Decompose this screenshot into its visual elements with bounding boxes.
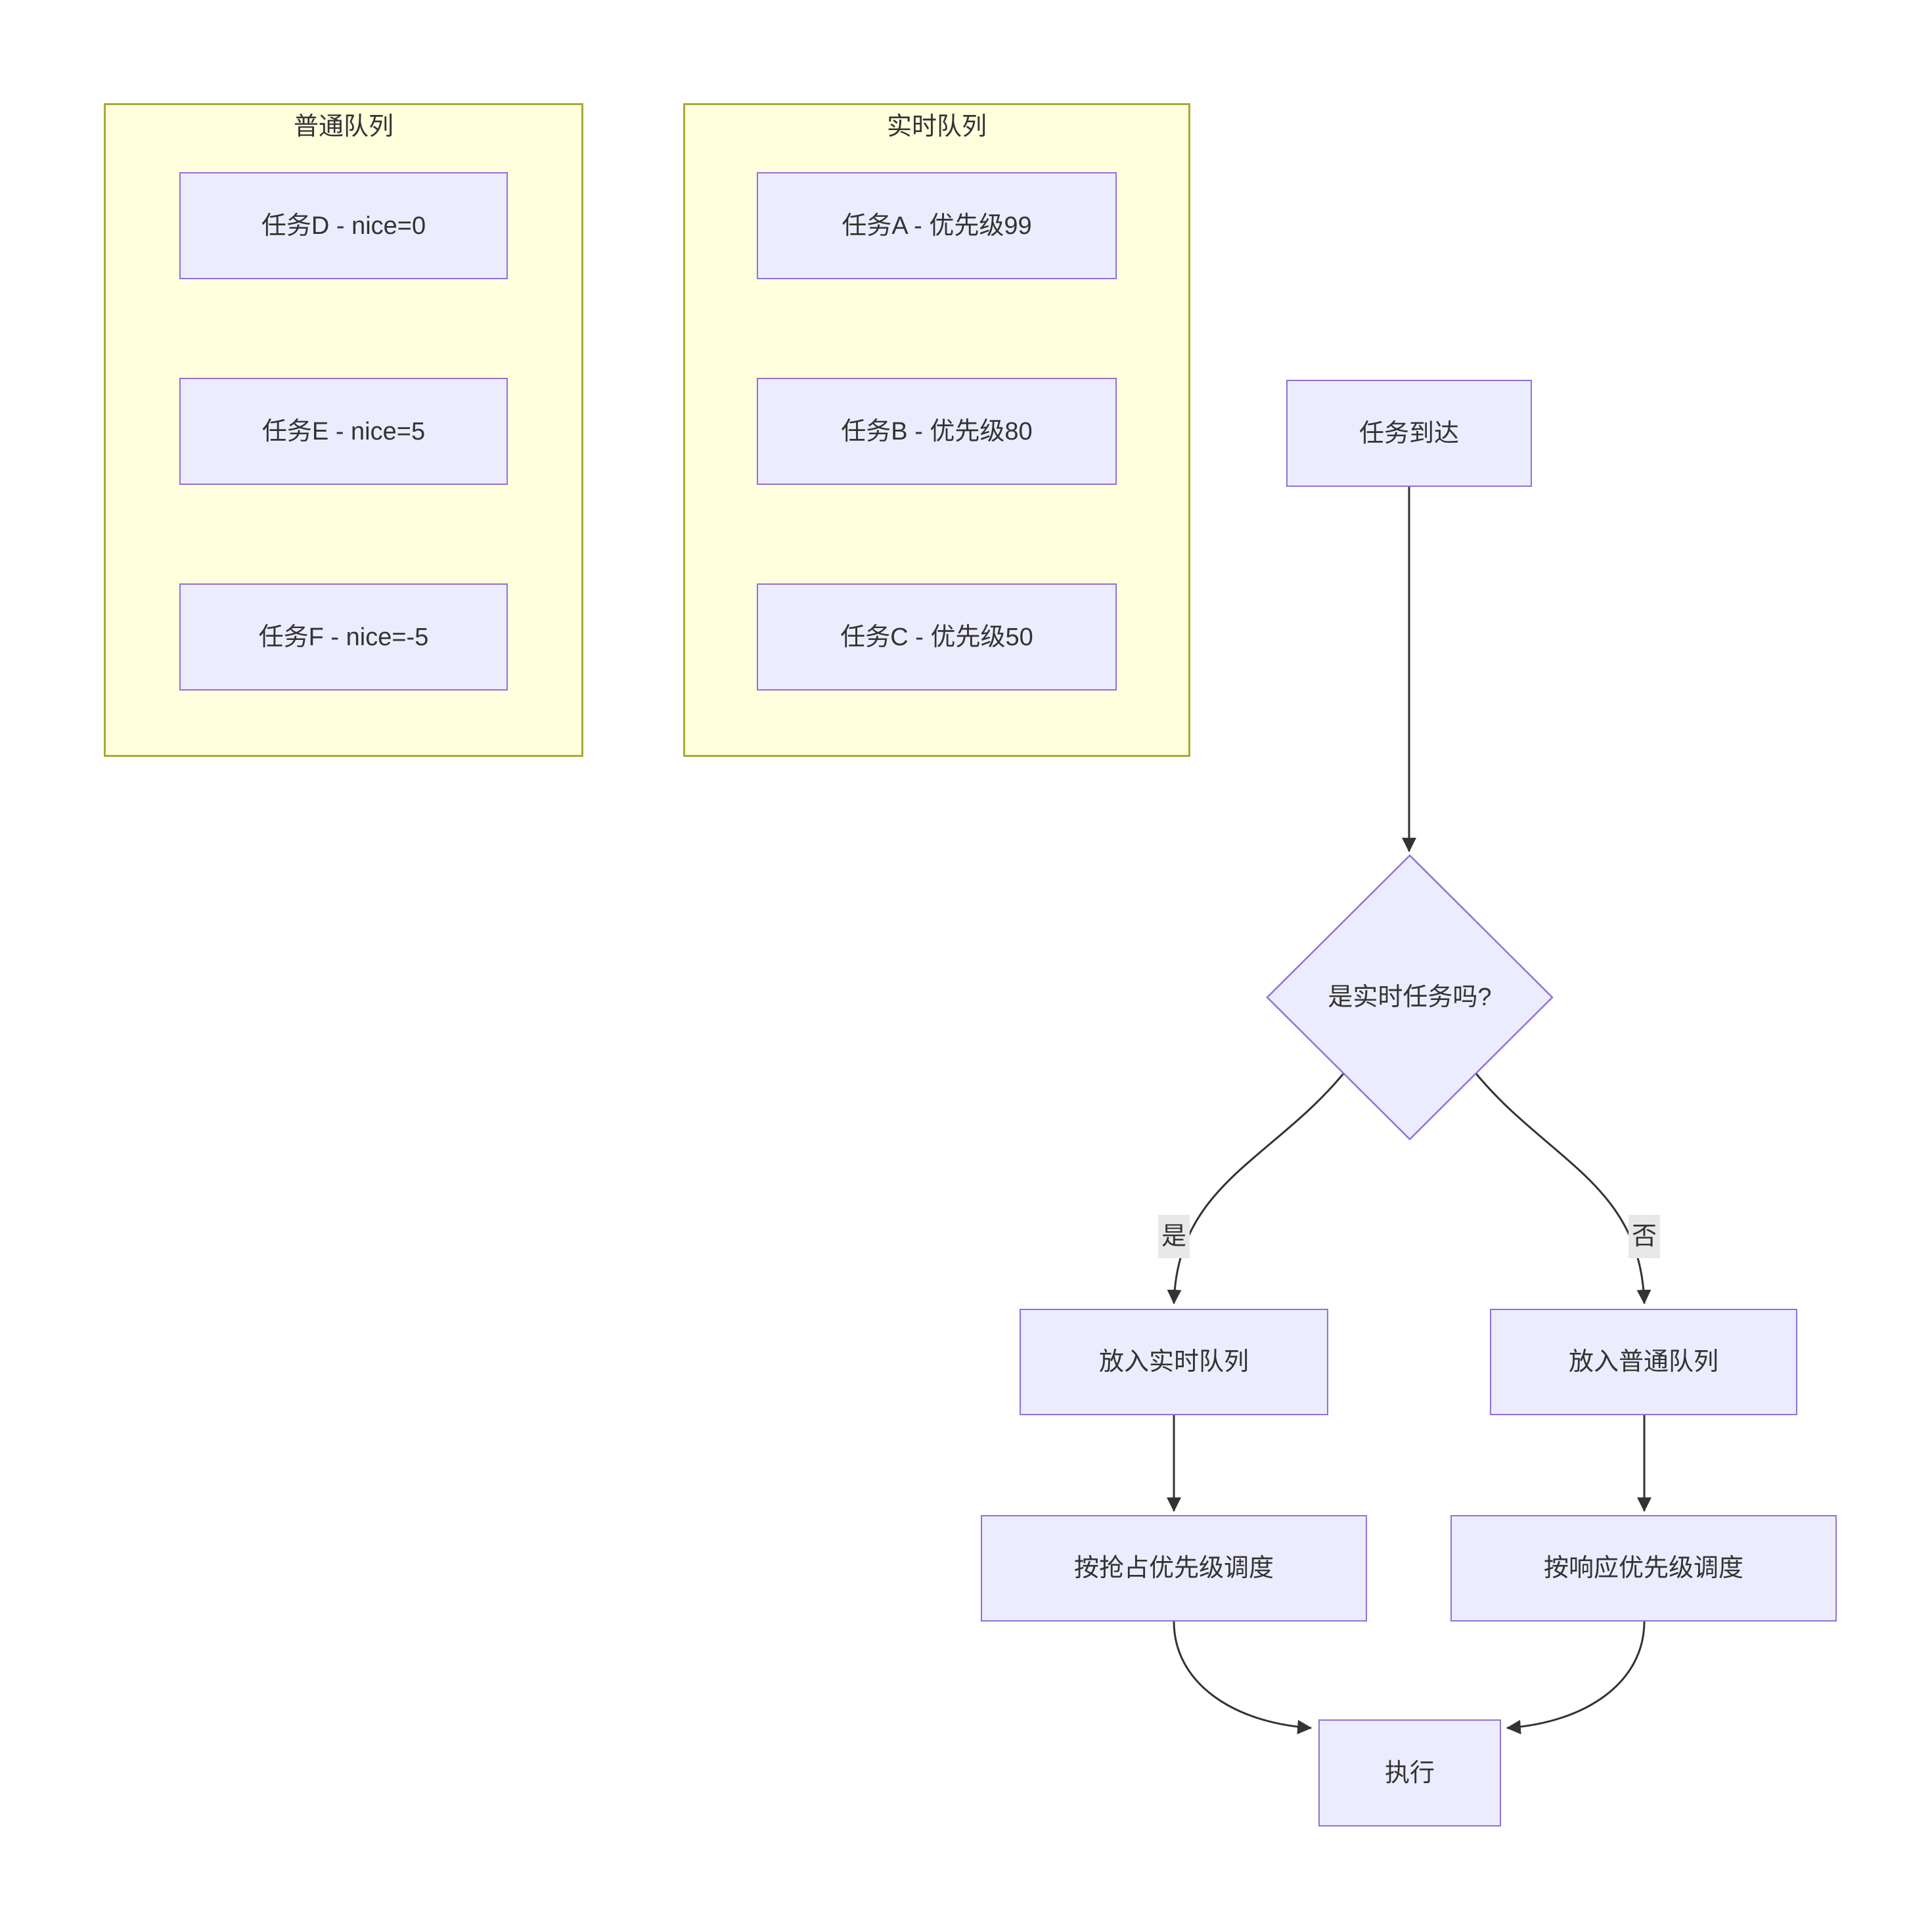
edge-label-no: 否 [1628,1215,1661,1258]
cluster-normal-queue-title: 普通队列 [293,113,393,141]
task-node-b: 任务B - 优先级80 [757,378,1117,485]
flow-node-schedule-response: 按响应优先级调度 [1450,1515,1837,1622]
task-node-a: 任务A - 优先级99 [757,172,1117,279]
flow-node-task-arrival: 任务到达 [1286,380,1532,487]
cluster-realtime-queue-title: 实时队列 [886,113,987,141]
edge-resp-to-exec [1506,1621,1646,1735]
flow-node-enqueue-normal: 放入普通队列 [1490,1309,1797,1415]
decision-diamond-shape [1266,854,1554,1141]
decision-diamond-label: 是实时任务吗? [1328,984,1492,1011]
flow-node-enqueue-realtime: 放入实时队列 [1020,1309,1328,1415]
task-node-d: 任务D - nice=0 [179,172,508,279]
edge-decision-yes [1167,1069,1348,1305]
edge-decision-no [1471,1069,1651,1305]
task-node-e: 任务E - nice=5 [179,378,508,485]
flow-node-execute: 执行 [1318,1719,1501,1827]
flow-node-schedule-preemptive: 按抢占优先级调度 [981,1515,1367,1622]
edge-label-yes: 是 [1157,1215,1190,1258]
task-node-f: 任务F - nice=-5 [179,583,508,691]
edge-preempt-to-exec [1173,1621,1313,1735]
task-node-c: 任务C - 优先级50 [757,583,1117,691]
